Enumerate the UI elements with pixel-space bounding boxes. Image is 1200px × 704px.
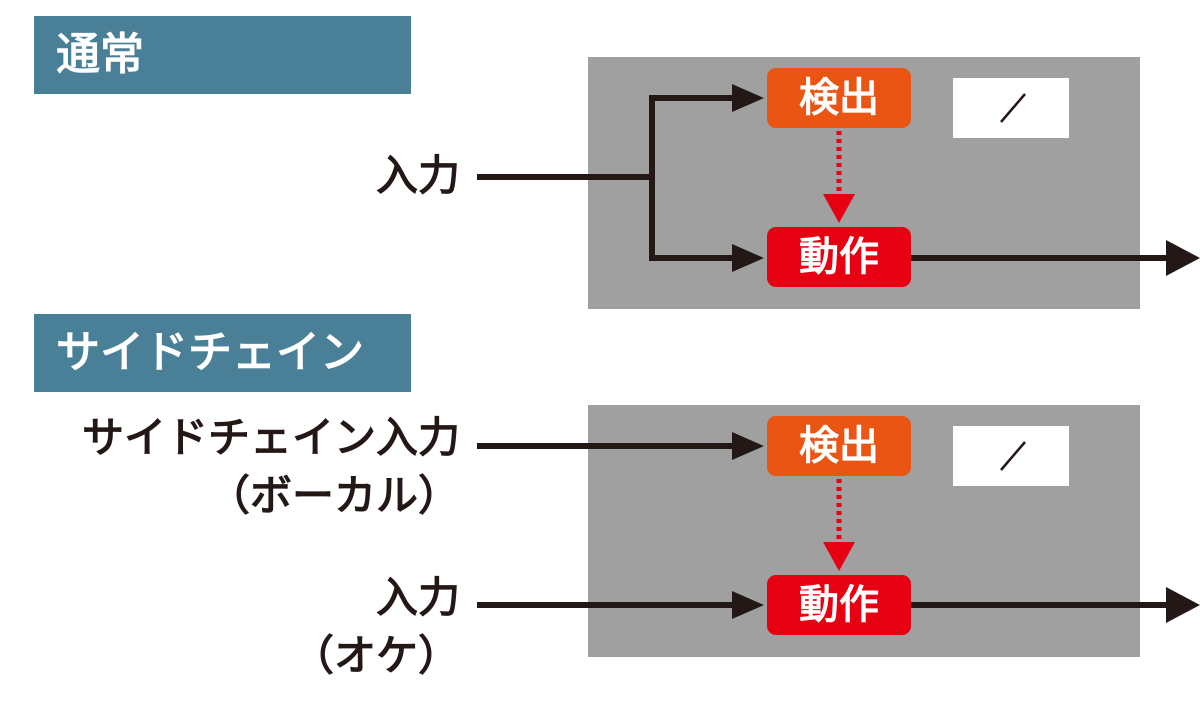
diagonal-slash-icon bbox=[1000, 441, 1026, 471]
detect-block-sidechain: 検出 bbox=[767, 416, 911, 476]
branch-to-detect-wire bbox=[649, 95, 732, 177]
arrowhead-to-action bbox=[732, 591, 764, 619]
meter-icon bbox=[953, 426, 1069, 486]
input-label-normal: 入力 bbox=[375, 151, 460, 200]
main-input-label: 入力 bbox=[375, 573, 460, 622]
arrowhead-to-detect bbox=[732, 432, 764, 460]
arrowhead-to-action bbox=[732, 244, 764, 272]
control-arrowhead bbox=[823, 542, 855, 571]
sidechain-input-label: サイドチェイン入力 bbox=[81, 413, 460, 462]
meter-icon bbox=[953, 78, 1069, 138]
main-input-sublabel: （オケ） bbox=[291, 631, 460, 680]
section-heading-normal: 通常 bbox=[34, 16, 411, 94]
output-arrowhead bbox=[1166, 587, 1200, 623]
section-heading-sidechain: サイドチェイン bbox=[34, 314, 411, 392]
output-arrowhead bbox=[1166, 240, 1200, 276]
arrowhead-to-detect bbox=[732, 84, 764, 112]
action-block-sidechain: 動作 bbox=[767, 575, 911, 635]
diagonal-slash-icon bbox=[1000, 93, 1026, 123]
branch-to-action-wire bbox=[649, 177, 732, 261]
action-block-normal: 動作 bbox=[767, 227, 911, 287]
control-arrowhead bbox=[823, 194, 855, 223]
sidechain-input-sublabel: （ボーカル） bbox=[207, 471, 460, 520]
sidechain-signal-path bbox=[477, 443, 1170, 608]
normal-signal-path bbox=[477, 95, 1170, 261]
detect-block-normal: 検出 bbox=[767, 68, 911, 128]
